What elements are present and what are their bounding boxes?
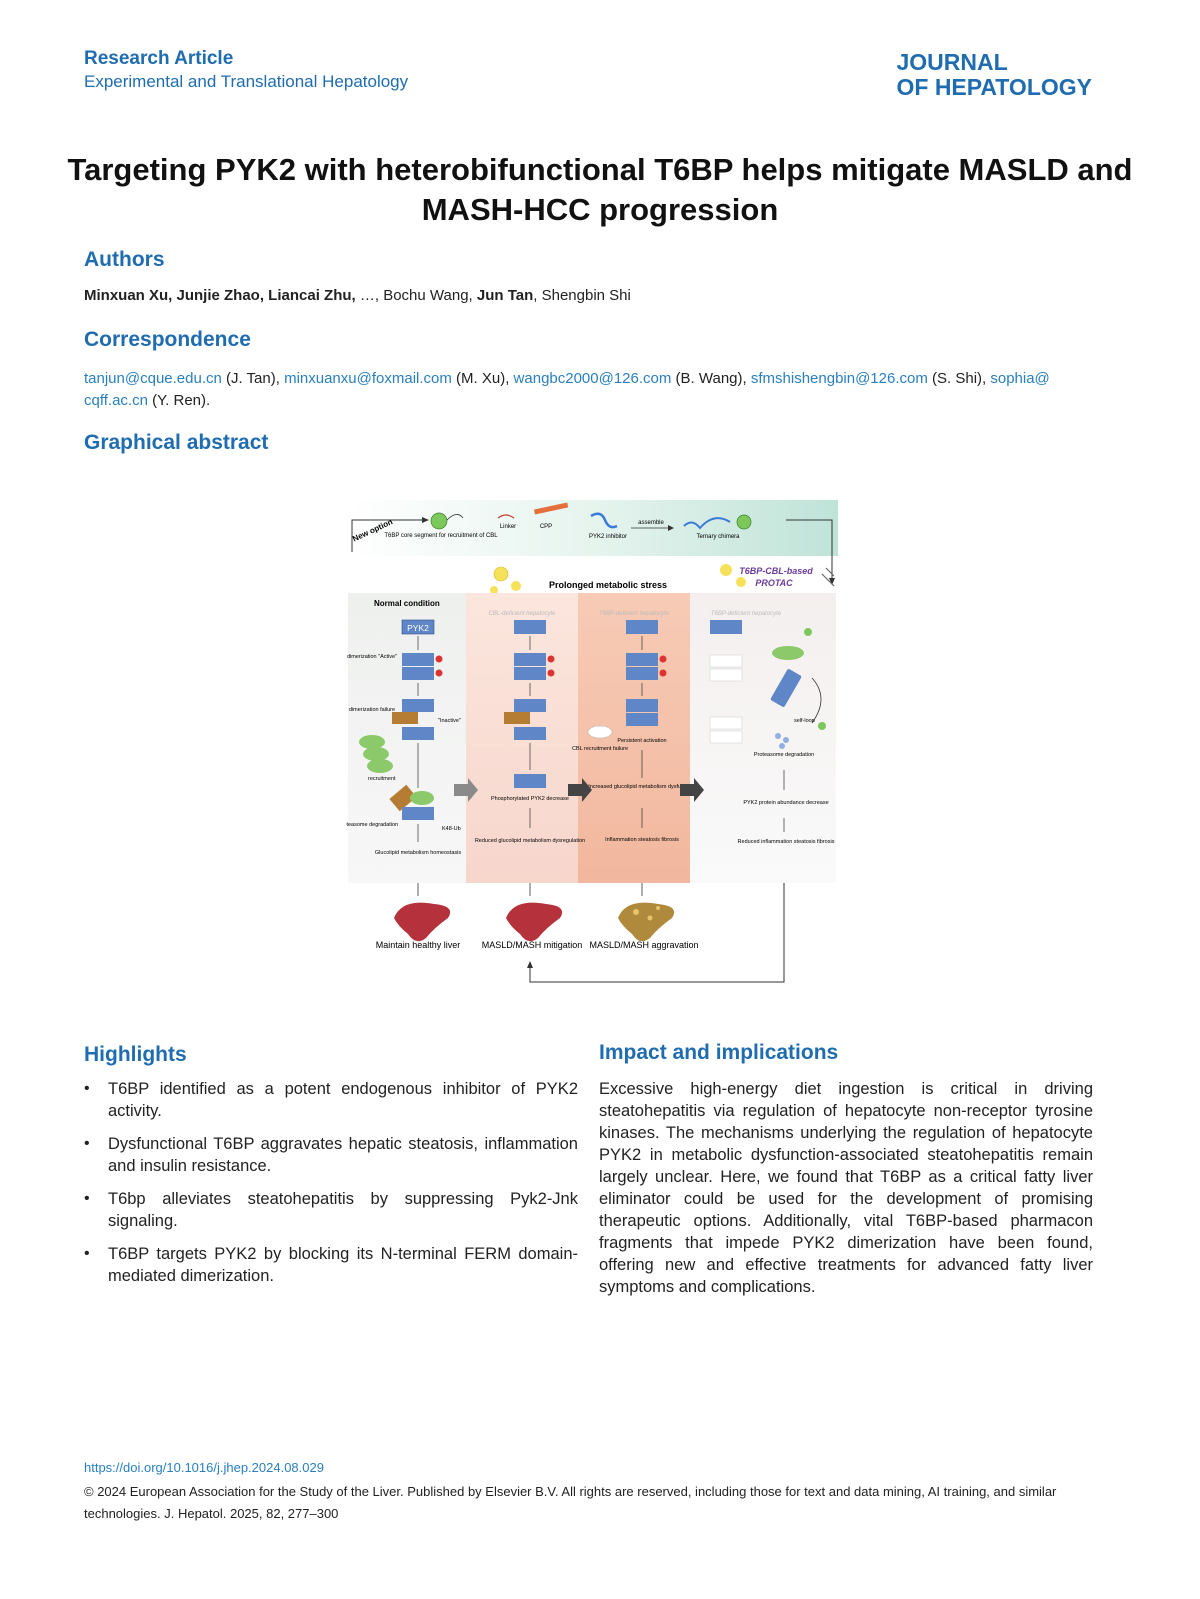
cbl-blob [772, 646, 804, 660]
article-type: Research Article [84, 48, 234, 69]
arrow-icon [680, 778, 704, 802]
dim-failure-label: dimerization failure [349, 707, 395, 713]
abundance-label: PYK2 protein abundance decrease [743, 800, 828, 806]
persistent-label: Persistent activation [617, 738, 666, 744]
protac-label-1: T6BP-CBL-based [739, 566, 813, 576]
core-segment-label: T6BP core segment for recruitment of CBL [384, 533, 498, 539]
email-link[interactable]: wangbc2000@126.com [513, 370, 672, 387]
author-names-bold: Minxuan Xu, Junjie Zhao, Liancai Zhu, [84, 287, 356, 304]
author-corresponding: Jun Tan [476, 287, 534, 304]
chimera-icon [683, 517, 731, 530]
liver-aggravation-icon [618, 902, 675, 942]
self-loop-label: self-loop [794, 718, 815, 724]
assemble-label: assemble [638, 520, 664, 526]
glucolipid-label: Glucolipid metabolism homeostasis [375, 850, 461, 856]
stress-label: Prolonged metabolic stress [549, 580, 667, 590]
highlight-item: T6BP identified as a potent endogenous i… [84, 1078, 578, 1122]
email-link[interactable]: tanjun@cque.edu.cn [84, 370, 222, 387]
dim-active-label: dimerization "Active" [347, 654, 397, 660]
impact-text: Excessive high-energy diet ingestion is … [599, 1080, 1093, 1296]
cbl-fail-label: CBL recruitment failure [572, 746, 628, 752]
increased-label: Increased glucolipid metabolism dysfunct… [588, 784, 696, 790]
cbl-def-label: CBL-deficient hepatocyte [488, 611, 556, 617]
email-owner: (J. Tan), [221, 370, 285, 387]
highlight-item: Dysfunctional T6BP aggravates hepatic st… [84, 1133, 578, 1177]
liver-aggravation-label: MASLD/MASH aggravation [589, 940, 698, 950]
graphical-abstract: New option T6BP core segment for recruit… [346, 500, 838, 983]
protac-label-2: PROTAC [755, 578, 793, 588]
proteasome-label: Proteasome degradation [346, 822, 398, 828]
linker-label: Linker [500, 524, 516, 530]
reduced-inflam-label: Reduced inflammation steatosis fibrosis [738, 839, 835, 845]
inactive-label: "Inactive" [438, 718, 461, 724]
doi-link[interactable]: https://doi.org/10.1016/j.jhep.2024.08.0… [84, 1460, 324, 1475]
syringe-icon [821, 567, 835, 587]
author-list: Minxuan Xu, Junjie Zhao, Liancai Zhu, …,… [84, 287, 631, 304]
pyk2-bound [770, 669, 802, 707]
liver-mitigation-label: MASLD/MASH mitigation [482, 940, 583, 950]
normal-pathway: PYK2 dimerization "Active" dimerization … [346, 619, 461, 856]
inhibitor-label: PYK2 inhibitor [589, 534, 627, 540]
pyk2-label: PYK2 [407, 623, 429, 633]
email-link[interactable]: minxuanxu@foxmail.com [284, 370, 452, 387]
inflam-label: Inflammation steatosis fibrosis [605, 837, 679, 843]
protac-pathway: self-loop Proteasome degradation PYK2 pr… [709, 620, 835, 845]
recruit-label: recruitment [368, 776, 396, 782]
highlight-item: T6BP targets PYK2 by blocking its N-term… [84, 1243, 578, 1287]
highlights-heading: Highlights [84, 1043, 187, 1066]
liver-mitigation-icon [506, 902, 563, 942]
proteasome-label-2: Proteasome degradation [754, 752, 814, 758]
arrow-icon [454, 778, 478, 802]
authors-heading: Authors [84, 248, 165, 271]
correspondence-list: tanjun@cque.edu.cn (J. Tan), minxuanxu@f… [84, 368, 1094, 412]
email-owner: (B. Wang), [671, 370, 751, 387]
highlights-list: T6BP identified as a potent endogenous i… [84, 1078, 578, 1298]
synthesis-strip [348, 500, 838, 556]
linker-icon [497, 514, 515, 519]
liver-healthy-icon [394, 902, 451, 942]
normal-label: Normal condition [374, 599, 440, 608]
t6bp-segment-icon [430, 512, 448, 530]
t6bp-def-label: T6BP-deficient hepatocyte [599, 611, 670, 617]
journal-logo: JOURNAL OF HEPATOLOGY [896, 50, 1092, 100]
k48-label: K48-Ub [442, 826, 461, 832]
phos-decrease-label: Phosphorylated PYK2 decrease [491, 796, 569, 802]
journal-logo-line2: OF HEPATOLOGY [896, 74, 1092, 100]
email-owner: (M. Xu), [451, 370, 514, 387]
email-owner: (Y. Ren). [147, 392, 211, 409]
email-link[interactable]: sfmshishengbin@126.com [750, 370, 928, 387]
journal-section: Experimental and Translational Hepatolog… [84, 72, 409, 91]
author-names-last: , Shengbin Shi [533, 287, 631, 304]
arrow-icon [568, 778, 592, 802]
journal-logo-line1: JOURNAL [896, 49, 1008, 75]
highlight-item: T6bp alleviates steatohepatitis by suppr… [84, 1188, 578, 1232]
inhibitor-icon [590, 512, 618, 529]
graphical-abstract-heading: Graphical abstract [84, 431, 269, 454]
pyk2-box [401, 619, 435, 635]
author-names: …, Bochu Wang, [355, 287, 477, 304]
chimera-label: Ternary chimera [696, 534, 740, 540]
reduced-dysreg-label: Reduced glucolipid metabolism dysregulat… [475, 838, 585, 844]
article-title: Targeting PYK2 with heterobifunctional T… [67, 152, 1133, 227]
impact-heading: Impact and implications [599, 1041, 839, 1064]
cbl-deficient-pathway: Phosphorylated PYK2 decrease Reduced glu… [475, 620, 585, 844]
liver-healthy-label: Maintain healthy liver [376, 940, 461, 950]
copyright-text: © 2024 European Association for the Stud… [84, 1484, 1057, 1521]
cpp-icon [533, 502, 569, 515]
t6bp-def-label-2: T6BP-deficient hepatocyte [711, 611, 782, 617]
t6bp-deficient-pathway: CBL recruitment failure Persistent activ… [572, 620, 696, 843]
cpp-label: CPP [540, 524, 552, 530]
email-owner: (S. Shi), [927, 370, 991, 387]
stress-dot [493, 566, 509, 582]
correspondence-heading: Correspondence [84, 328, 251, 351]
email-link[interactable]: sophia@ cqff.ac.cn [84, 370, 1050, 409]
